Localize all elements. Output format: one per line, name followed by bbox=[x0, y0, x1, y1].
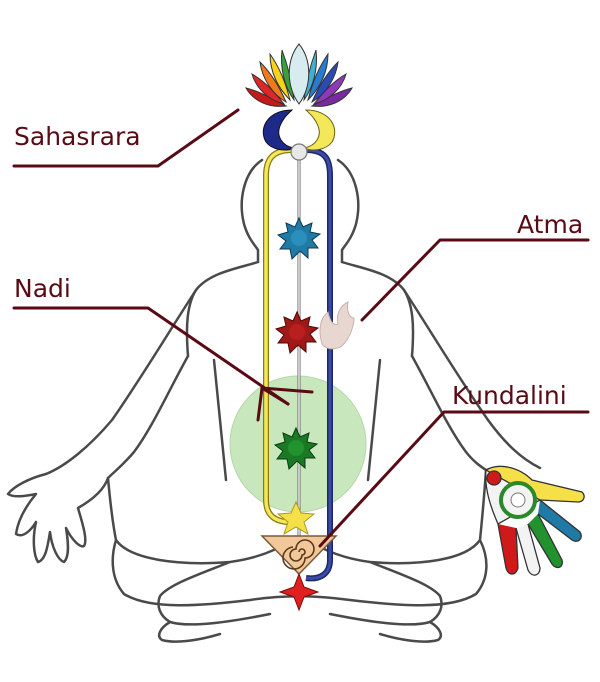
head-outline bbox=[240, 158, 360, 264]
right-arm-outline bbox=[402, 288, 542, 472]
nadi-fork-lines bbox=[256, 386, 314, 422]
atma-leader bbox=[360, 238, 590, 322]
spiral-icon bbox=[282, 539, 315, 570]
atma-label: Atma bbox=[517, 210, 584, 239]
throat-chakra bbox=[276, 216, 322, 261]
kundalini-leader bbox=[318, 410, 590, 548]
torso-outline bbox=[212, 358, 382, 482]
star-icon bbox=[276, 500, 316, 536]
sahasrara-leader bbox=[12, 108, 240, 168]
nadi-leader bbox=[12, 306, 290, 406]
sahasrara-label: Sahasrara bbox=[14, 122, 141, 151]
hand-mudra-icon bbox=[485, 465, 585, 576]
feet-outline bbox=[158, 620, 442, 643]
heart-chakra bbox=[274, 310, 320, 355]
leader-lines bbox=[12, 108, 590, 548]
kundalini-symbol bbox=[260, 535, 338, 576]
nadi-label: Nadi bbox=[14, 274, 71, 303]
left-arm-outline bbox=[44, 288, 198, 480]
navel-chakra bbox=[273, 426, 319, 471]
four-point-star-icon bbox=[278, 572, 320, 612]
lotus-icon bbox=[244, 43, 354, 107]
kundalini-label: Kundalini bbox=[452, 381, 567, 410]
kundalini-triangle bbox=[260, 535, 338, 576]
flame-icon bbox=[319, 301, 355, 350]
crescent-moon-icon bbox=[262, 109, 336, 161]
left-hand-outline bbox=[6, 472, 110, 564]
